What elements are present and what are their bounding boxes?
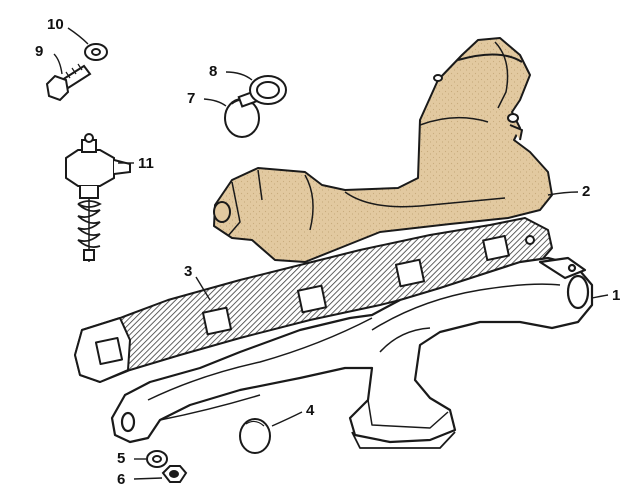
leader-line-7 (203, 98, 227, 107)
leader-lines (53, 27, 609, 480)
callout-11: 11 (138, 155, 154, 172)
leader-line-1 (591, 294, 609, 299)
washer-icon (84, 43, 108, 61)
washer-icon (146, 450, 168, 468)
callout-9: 9 (35, 43, 44, 60)
callout-8: 8 (209, 63, 218, 80)
leader-line-9 (53, 53, 63, 75)
spring-valve-icon (65, 133, 131, 262)
exhaust-manifold-icon (110, 256, 594, 449)
bolt-icon (45, 63, 92, 102)
callout-4: 4 (306, 402, 315, 419)
leader-line-6 (133, 477, 163, 480)
leader-line-2 (547, 191, 579, 196)
leader-line-8 (225, 71, 253, 81)
callout-2: 2 (582, 183, 591, 200)
callout-10: 10 (47, 16, 64, 33)
leader-line-10 (67, 27, 89, 45)
callout-5: 5 (117, 450, 126, 467)
leader-line-4 (271, 411, 303, 427)
rubber-plug-icon (239, 418, 271, 454)
gasket-icon (74, 217, 553, 383)
inlet-manifold-icon (213, 37, 553, 263)
hex-nut-icon (161, 465, 188, 483)
callout-1: 1 (612, 287, 621, 304)
callout-6: 6 (117, 471, 126, 488)
callout-3: 3 (184, 263, 193, 280)
leader-line-3 (195, 276, 211, 301)
callout-7: 7 (187, 90, 196, 107)
sealing-washer-icon (249, 75, 287, 105)
